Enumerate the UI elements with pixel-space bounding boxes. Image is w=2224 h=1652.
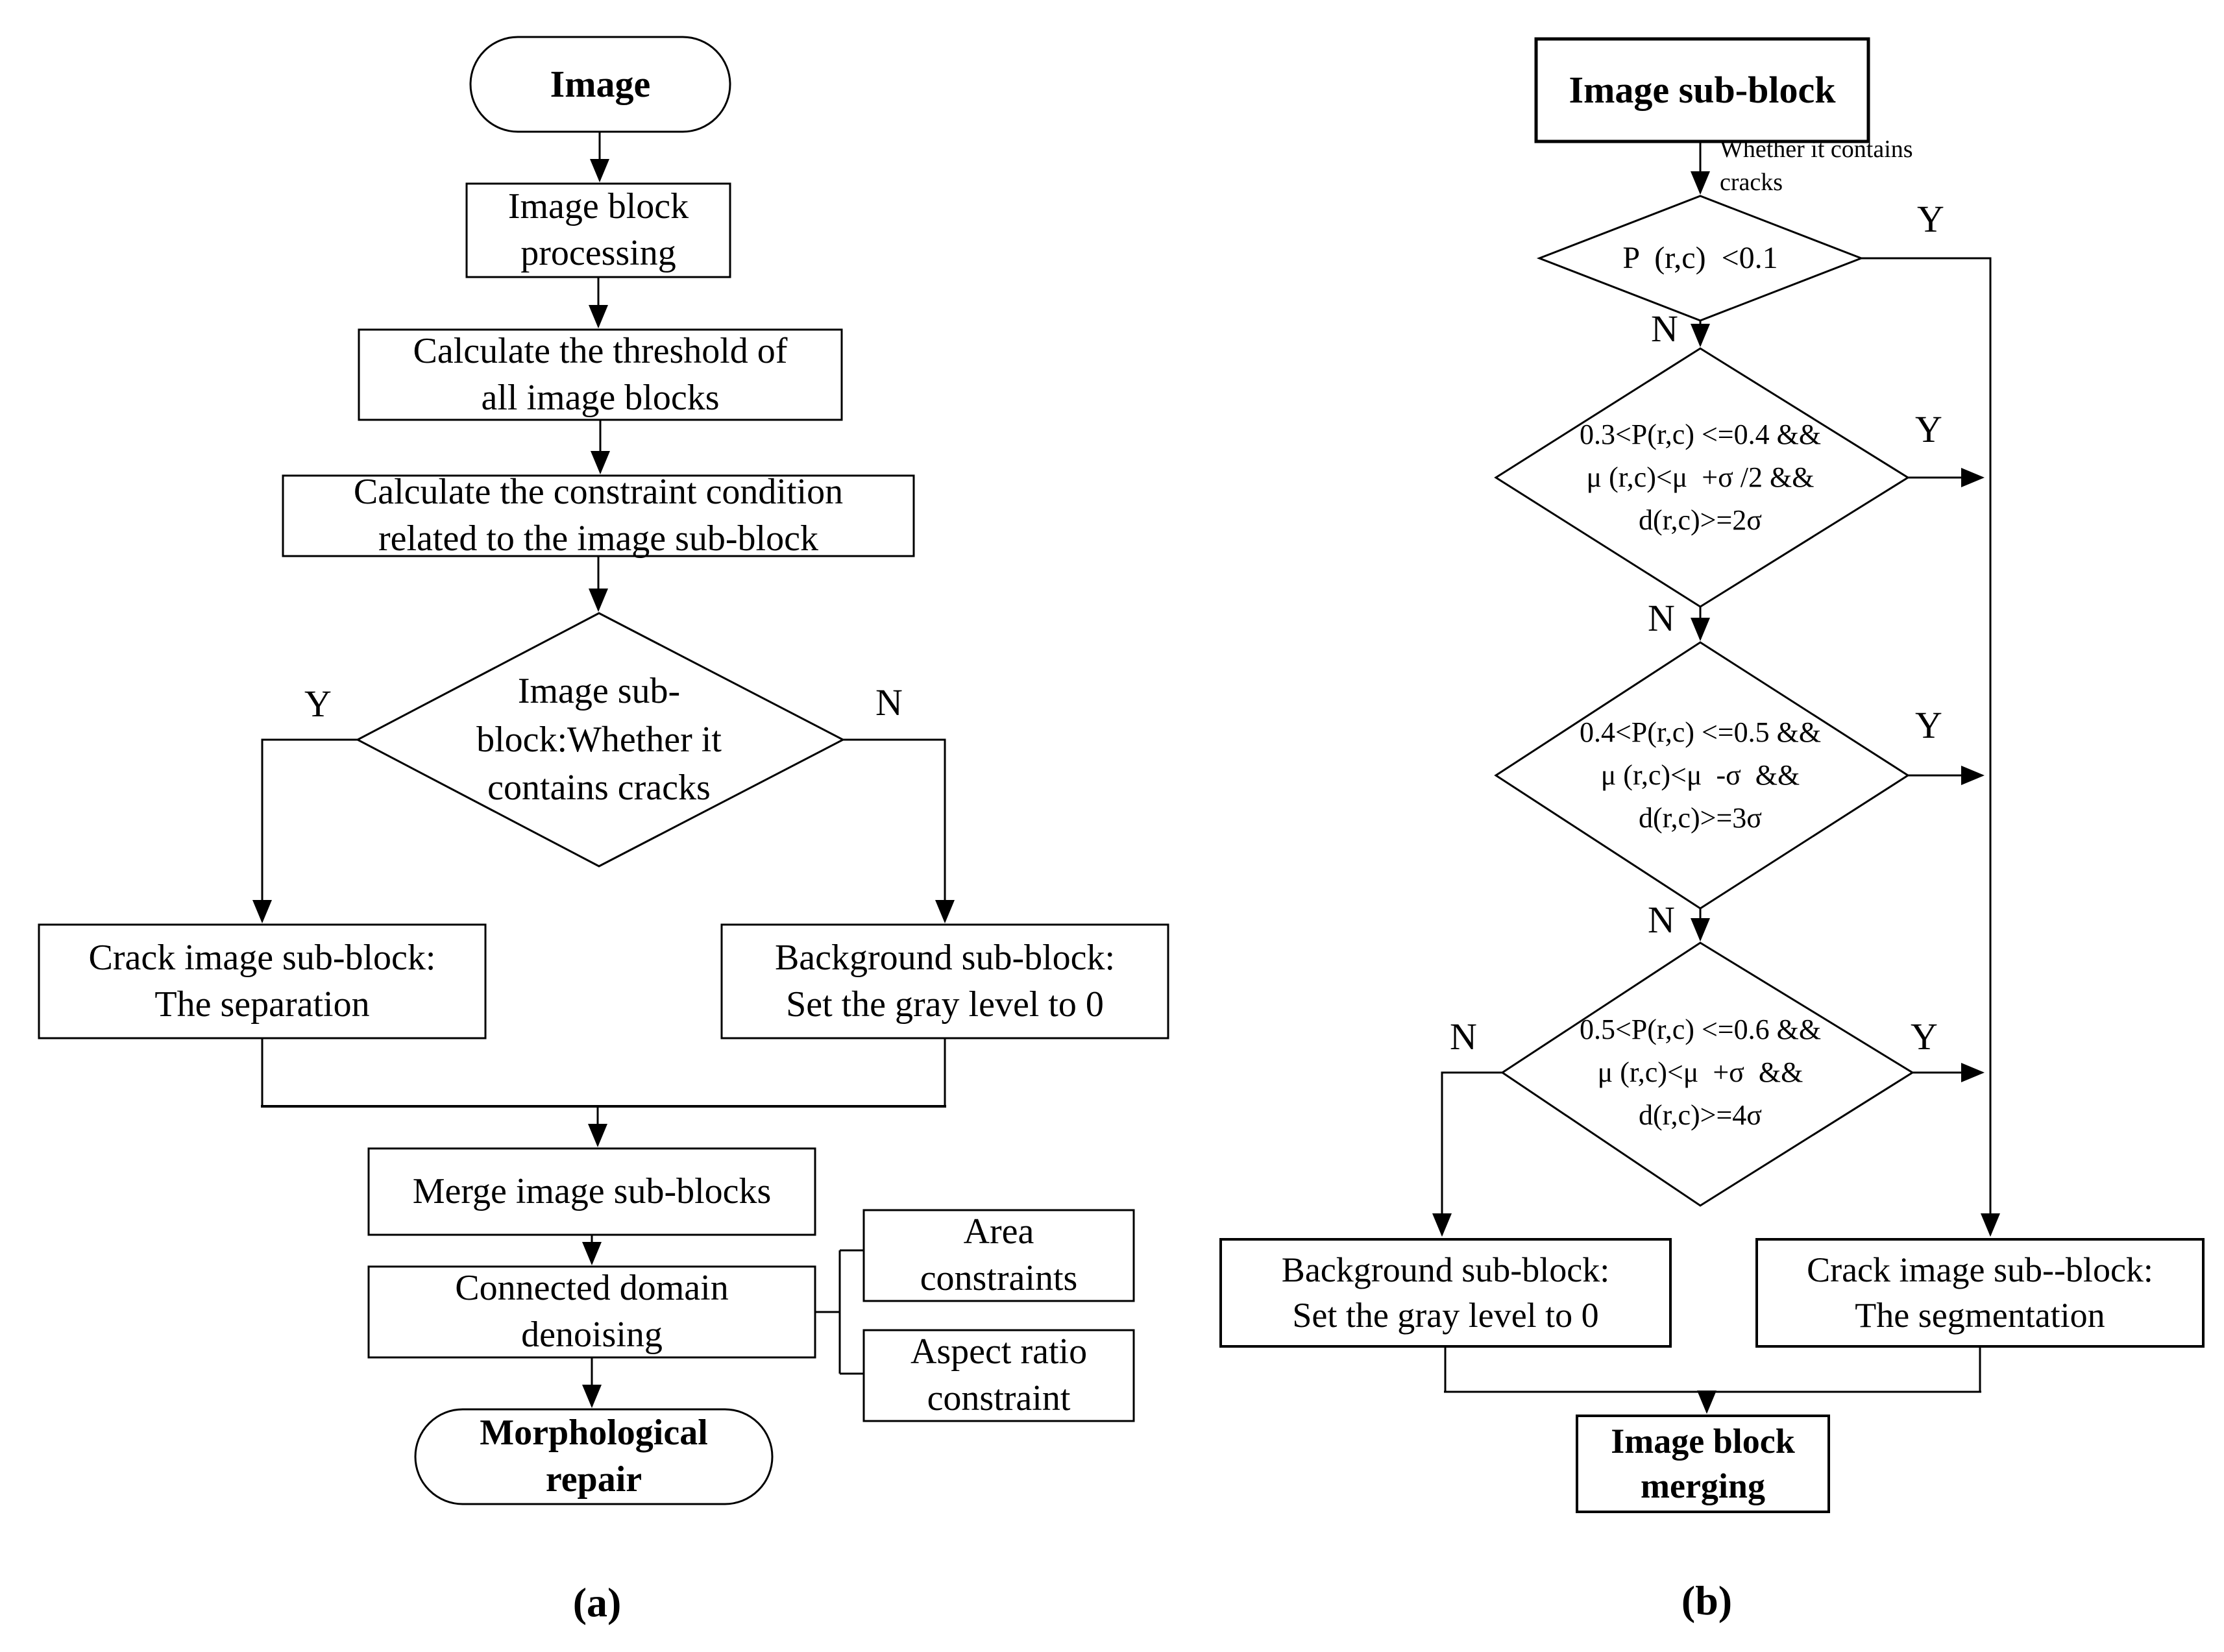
- a-decision-label: Image sub- block:Whether it contains cra…: [476, 671, 722, 808]
- a-background-label: Background sub-block: Set the gray level…: [774, 937, 1116, 1025]
- a-decision-diamond: [355, 612, 846, 868]
- a-yes-label: Y: [304, 682, 332, 725]
- a-start-label: Image: [550, 62, 651, 105]
- a-end-label: Morphological repair: [480, 1413, 708, 1500]
- a-yes-branch: [252, 738, 358, 923]
- a-no-branch: [843, 738, 955, 923]
- b-crack-box: [1755, 1238, 2205, 1348]
- a-constraint-label: Calculate the constraint condition relat…: [353, 472, 844, 559]
- b-yes-3-label: Y: [1915, 703, 1942, 746]
- b-caption: (b): [1681, 1577, 1733, 1624]
- a-block-processing-box: [465, 182, 731, 278]
- b-merge-label: Image block merging: [1611, 1421, 1795, 1505]
- a-block-processing-label: Image block processing: [507, 186, 689, 273]
- b-yes-1-label: Y: [1917, 197, 1944, 240]
- b-crack-label: Crack image sub--block: The segmentation: [1807, 1250, 2153, 1335]
- a-threshold-label: Calculate the threshold of all image blo…: [413, 330, 788, 418]
- b-yes-2-label: Y: [1915, 407, 1942, 450]
- a-area-label: Area constraints: [920, 1211, 1078, 1298]
- a-aspect-label: Aspect ratio constraint: [910, 1331, 1088, 1418]
- b-decision-4-label: 0.5<P(r,c) <=0.6 && μ (r,c)<μ +σ && d(r,…: [1579, 1014, 1822, 1131]
- a-caption: (a): [572, 1579, 622, 1626]
- b-yes-1-line: [1861, 257, 2000, 1237]
- b-background-box: [1219, 1238, 1672, 1348]
- b-no-3-label: N: [1648, 898, 1675, 941]
- b-decision-1-label: P (r,c) <0.1: [1622, 241, 1778, 276]
- b-decision-2-label: 0.3<P(r,c) <=0.4 && μ (r,c)<μ +σ /2 && d…: [1579, 419, 1822, 536]
- b-no-4-label: N: [1450, 1015, 1477, 1058]
- b-decision-4-diamond: [1500, 941, 1914, 1207]
- a-crack-box: [38, 923, 487, 1039]
- a-merge-box: [367, 1147, 816, 1236]
- a-end-stadium: [414, 1408, 774, 1505]
- b-no-4-branch: [1432, 1071, 1502, 1237]
- b-no-2-label: N: [1648, 596, 1675, 639]
- b-merge-box: [1576, 1415, 1830, 1513]
- b-yes-4-label: Y: [1911, 1015, 1938, 1058]
- a-no-label: N: [875, 681, 903, 723]
- a-threshold-box: [358, 328, 843, 421]
- a-constraint-box: [282, 474, 915, 557]
- b-no-1-label: N: [1651, 307, 1678, 350]
- b-background-label: Background sub-block: Set the gray level…: [1281, 1250, 1610, 1335]
- a-crack-label: Crack image sub-block: The separation: [88, 937, 436, 1025]
- a-background-box: [720, 923, 1169, 1039]
- b-start-box: [1534, 37, 1870, 143]
- a-area-box: [862, 1209, 1135, 1302]
- a-denoise-label: Connected domain denoising: [455, 1268, 729, 1355]
- b-edge-label: Whether it contains cracks: [1720, 135, 1913, 196]
- b-start-label: Image sub-block: [1569, 68, 1836, 111]
- a-merge-label: Merge image sub-blocks: [412, 1171, 772, 1211]
- b-decision-3-label: 0.4<P(r,c) <=0.5 && μ (r,c)<μ -σ && d(r,…: [1579, 716, 1822, 834]
- a-denoise-box: [367, 1265, 816, 1359]
- a-aspect-box: [862, 1329, 1135, 1422]
